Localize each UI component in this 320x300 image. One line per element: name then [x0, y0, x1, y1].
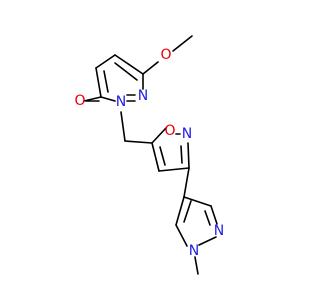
bond-isox-c4-c5-inner [159, 146, 166, 166]
bond-isox-c5-o [151, 127, 167, 144]
bond-ch2-c5-isox [124, 140, 153, 144]
bond-isox-c4-c5 [151, 142, 160, 172]
atom-label-n1-pyrazole: N [189, 243, 199, 259]
bond-c6-c5-inner [114, 62, 138, 81]
bond-c2-n1 [100, 96, 116, 102]
bond-pz-n2-c3-inner [204, 210, 211, 226]
atom-label-o-isoxazole: O [164, 123, 175, 139]
atom-label-n2: N [138, 88, 148, 104]
bond-n-methyl [194, 256, 199, 275]
bond-isox-n-c3 [187, 142, 190, 169]
bond-c4-c3-inner [103, 70, 109, 93]
atom-label-n2-pyrazole: N [214, 223, 224, 239]
bond-pz-c3-c4 [183, 196, 212, 207]
atom-label-o-carbonyl: O [74, 93, 85, 109]
atom-label-n1: N [116, 94, 126, 110]
bond-c5-c4 [95, 54, 116, 69]
bond-methyl-o [172, 35, 193, 52]
bond-isox-n-c3-inner [180, 145, 183, 164]
bond-c6-c5 [114, 54, 144, 75]
atom-label-n-isoxazole: N [182, 126, 192, 142]
bond-pz-n2-c3 [210, 205, 218, 225]
bond-c4-c3 [95, 67, 102, 98]
bond-n1-ch2 [120, 111, 126, 142]
bond-isox-c3-c4 [158, 167, 190, 172]
bond-o-c6 [142, 61, 159, 75]
bond-pz-c4-c5 [175, 196, 185, 226]
molecule-structure: O O N N O N N N [74, 35, 224, 275]
bond-isox-pyrazole [183, 167, 190, 198]
atom-label-o-methoxy: O [160, 47, 171, 63]
bond-pz-n1-n2 [198, 236, 217, 246]
bond-pz-c4-c5-inner [183, 200, 192, 223]
bond-pz-c5-n1 [175, 224, 188, 247]
